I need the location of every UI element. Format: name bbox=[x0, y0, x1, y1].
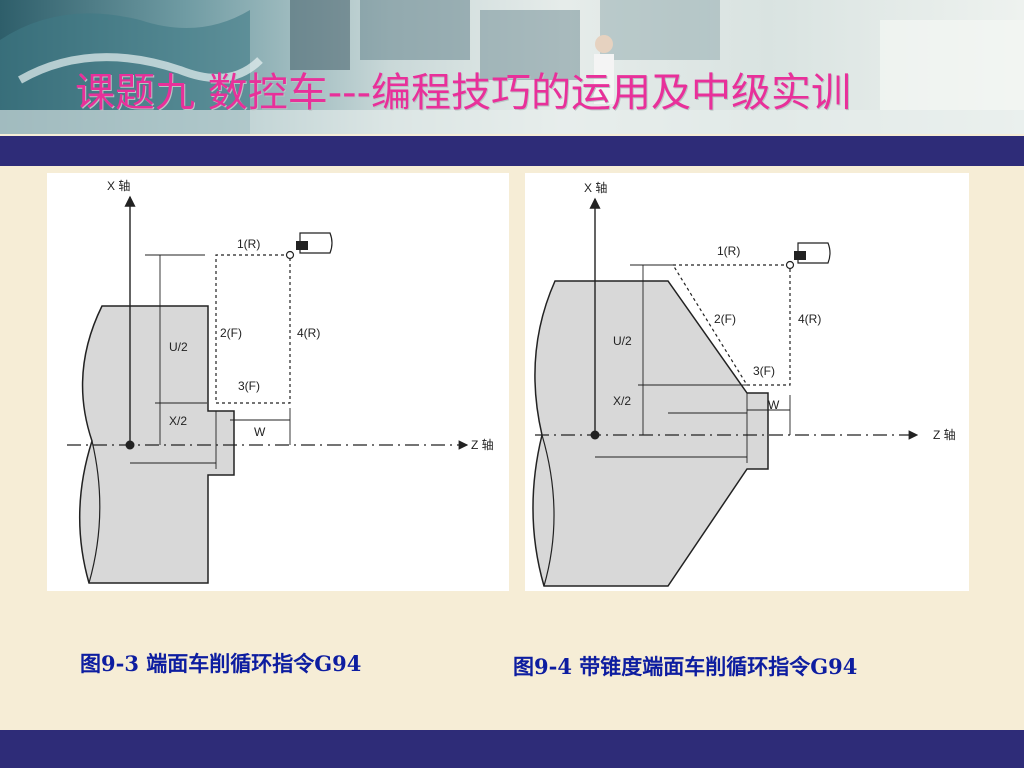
dim-label-w: W bbox=[254, 425, 266, 439]
bottom-divider-band bbox=[0, 730, 1024, 768]
path-label-4: 4(R) bbox=[798, 312, 821, 326]
top-divider-band bbox=[0, 136, 1024, 166]
origin-point bbox=[125, 440, 135, 450]
dim-label-w: W bbox=[768, 398, 780, 412]
origin-point bbox=[590, 430, 600, 440]
workpiece-shape bbox=[532, 280, 769, 587]
path-label-3: 3(F) bbox=[238, 379, 260, 393]
path-label-2: 2(F) bbox=[220, 326, 242, 340]
tool-icon bbox=[785, 242, 831, 270]
cycle-path bbox=[215, 254, 291, 404]
path-label-1: 1(R) bbox=[717, 244, 740, 258]
dim-label-u2: U/2 bbox=[613, 334, 632, 348]
figure-9-3-caption: 图9-3 端面车削循环指令G94 bbox=[80, 651, 362, 676]
x-axis-label: X 轴 bbox=[584, 180, 607, 195]
dim-label-u2: U/2 bbox=[169, 340, 188, 354]
slide-title: 课题九 数控车---编程技巧的运用及中级实训 bbox=[75, 70, 852, 116]
dim-label-x2: X/2 bbox=[613, 394, 631, 408]
path-label-4: 4(R) bbox=[297, 326, 320, 340]
x-axis-label: X 轴 bbox=[107, 178, 130, 193]
z-axis-label: Z 轴 bbox=[471, 437, 494, 452]
figure-9-4-diagram: X 轴 Z 轴 1(R) 2(F) 3(F) 4(R) U/2 X bbox=[525, 173, 969, 591]
dim-label-x2: X/2 bbox=[169, 414, 187, 428]
path-label-1: 1(R) bbox=[237, 237, 260, 251]
figure-9-4-caption: 图9-4 带锥度端面车削循环指令G94 bbox=[513, 654, 858, 679]
path-label-3: 3(F) bbox=[753, 364, 775, 378]
z-axis-label: Z 轴 bbox=[933, 427, 956, 442]
figure-9-3-diagram: X 轴 Z 轴 1(R) 2(F) 3(F) 4(R) U/2 X bbox=[47, 173, 509, 591]
cycle-path bbox=[671, 264, 791, 386]
tool-icon bbox=[285, 232, 333, 260]
header-banner-image: 课题九 数控车---编程技巧的运用及中级实训 bbox=[0, 0, 1024, 134]
path-label-2: 2(F) bbox=[714, 312, 736, 326]
